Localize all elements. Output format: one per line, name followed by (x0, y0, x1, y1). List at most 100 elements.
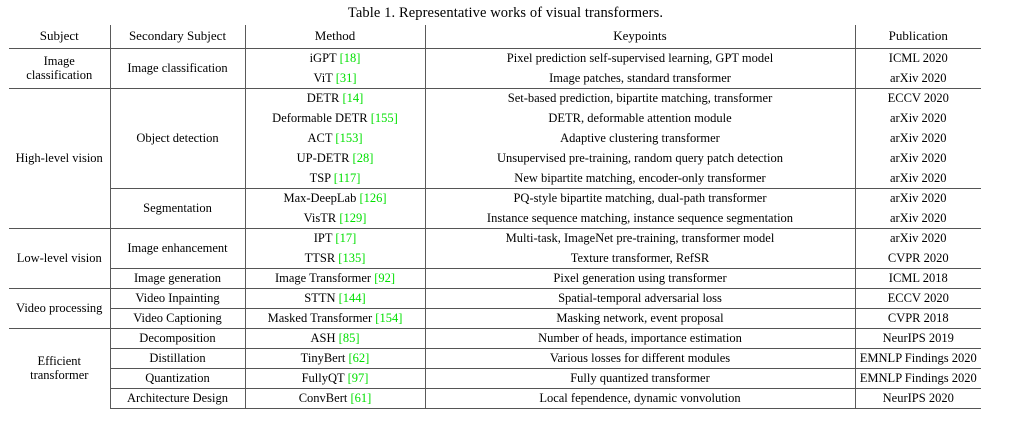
cell-keypoints: Set-based prediction, bipartite matching… (424, 87, 856, 108)
cell-publication: NeurIPS 2019 (854, 327, 981, 348)
cell-secondary-subject: Video Captioning (110, 307, 246, 328)
cell-method: ConvBert [61] (244, 387, 426, 409)
cell-subject: Image classification (9, 48, 111, 88)
citation-ref[interactable]: [14] (342, 91, 364, 106)
table-row: Deformable DETR [155]DETR, deformable at… (9, 108, 981, 128)
cell-method: IPT [17] (244, 227, 426, 248)
citation-ref[interactable]: [62] (348, 351, 370, 365)
cell-keypoints: Pixel generation using transformer (424, 267, 856, 288)
citation-ref[interactable]: [85] (338, 331, 360, 345)
cell-method: ACT [153] (245, 128, 426, 148)
table-head: Subject Secondary Subject Method Keypoin… (9, 25, 981, 49)
table-row: UP-DETR [28]Unsupervised pre-training, r… (9, 148, 981, 168)
cell-subject: Video processing (9, 287, 111, 328)
cell-publication: EMNLP Findings 2020 (854, 347, 981, 368)
citation-ref[interactable]: [18] (339, 51, 361, 66)
table-header-row: Subject Secondary Subject Method Keypoin… (9, 25, 981, 49)
citation-ref[interactable]: [31] (335, 70, 357, 85)
cell-method: TTSR [135] (245, 248, 426, 268)
cell-method: Masked Transformer [154] (244, 307, 426, 328)
cell-keypoints: Unsupervised pre-training, random query … (424, 148, 856, 168)
cell-method: FullyQT [97] (244, 367, 426, 388)
cell-method: Deformable DETR [155] (245, 108, 426, 128)
cell-publication: arXiv 2020 (854, 128, 981, 148)
cell-keypoints: Instance sequence matching, instance seq… (424, 208, 856, 228)
cell-publication: arXiv 2020 (854, 208, 981, 228)
citation-ref[interactable]: [154] (375, 311, 403, 325)
cell-subject: High-level vision (9, 87, 111, 228)
column-header-subject: Subject (9, 25, 111, 49)
cell-keypoints: Various losses for different modules (424, 347, 856, 368)
cell-keypoints: Spatial-temporal adversarial loss (424, 287, 856, 308)
cell-publication: arXiv 2020 (854, 187, 981, 208)
citation-ref[interactable]: [144] (338, 291, 366, 305)
cell-publication: ICML 2020 (854, 48, 981, 68)
cell-publication: arXiv 2020 (854, 227, 981, 248)
cell-keypoints: Texture transformer, RefSR (424, 248, 856, 268)
cell-keypoints: PQ-style bipartite matching, dual-path t… (424, 187, 856, 208)
cell-method: TSP [117] (245, 168, 426, 188)
cell-publication: arXiv 2020 (854, 68, 981, 88)
citation-ref[interactable]: [126] (359, 191, 387, 206)
cell-secondary-subject: Segmentation (110, 187, 246, 228)
column-header-method: Method (244, 25, 426, 49)
cell-keypoints: Fully quantized transformer (424, 367, 856, 388)
cell-method: UP-DETR [28] (245, 148, 426, 168)
cell-publication: ECCV 2020 (854, 87, 981, 108)
table-caption: Table 1. Representative works of visual … (347, 5, 664, 21)
cell-subject: Low-level vision (9, 227, 111, 288)
citation-ref[interactable]: [117] (333, 170, 361, 185)
citation-ref[interactable]: [97] (347, 371, 369, 385)
cell-method: Max-DeepLab [126] (244, 187, 426, 208)
cell-publication: arXiv 2020 (854, 148, 981, 168)
citation-ref[interactable]: [155] (370, 111, 398, 125)
citation-ref[interactable]: [135] (338, 250, 366, 265)
citation-ref[interactable]: [28] (352, 151, 374, 165)
cell-publication: ECCV 2020 (854, 287, 981, 308)
citation-ref[interactable]: [61] (350, 391, 372, 405)
cell-secondary-subject: Quantization (110, 367, 246, 388)
cell-secondary-subject: Image generation (110, 267, 246, 288)
column-header-secondary-subject: Secondary Subject (109, 25, 246, 49)
cell-secondary-subject: Distillation (110, 347, 246, 368)
cell-publication: NeurIPS 2020 (854, 387, 981, 409)
cell-keypoints: Image patches, standard transformer (424, 68, 856, 88)
cell-keypoints: New bipartite matching, encoder-only tra… (424, 168, 856, 188)
cell-secondary-subject: Video Inpainting (109, 287, 246, 308)
cell-keypoints: Multi-task, ImageNet pre-training, trans… (424, 227, 856, 248)
column-header-keypoints: Keypoints (424, 25, 856, 49)
cell-publication: arXiv 2020 (854, 168, 981, 188)
cell-method: TinyBert [62] (244, 347, 426, 368)
cell-method: ASH [85] (244, 327, 426, 348)
cell-publication: ICML 2018 (854, 267, 981, 288)
cell-publication: EMNLP Findings 2020 (854, 367, 981, 388)
table-row: TSP [117]New bipartite matching, encoder… (9, 168, 981, 188)
cell-keypoints: Local fependence, dynamic vonvolution (424, 387, 856, 409)
citation-ref[interactable]: [153] (335, 131, 363, 145)
citation-ref[interactable]: [129] (339, 210, 367, 225)
cell-keypoints: DETR, deformable attention module (424, 108, 856, 128)
representative-works-table: Subject Secondary Subject Method Keypoin… (9, 25, 981, 409)
cell-secondary-subject: Decomposition (109, 327, 246, 348)
cell-secondary-subject: Architecture Design (110, 387, 246, 409)
table-row: VisTR [129]Instance sequence matching, i… (9, 208, 981, 228)
cell-method: STTN [144] (244, 287, 426, 308)
cell-method: Image Transformer [92] (244, 267, 426, 288)
cell-method: iGPT [18] (244, 48, 426, 68)
cell-keypoints: Pixel prediction self-supervised learnin… (424, 48, 856, 68)
citation-ref[interactable]: [92] (374, 271, 396, 285)
cell-publication: arXiv 2020 (854, 108, 981, 128)
citation-ref[interactable]: [17] (335, 231, 357, 246)
